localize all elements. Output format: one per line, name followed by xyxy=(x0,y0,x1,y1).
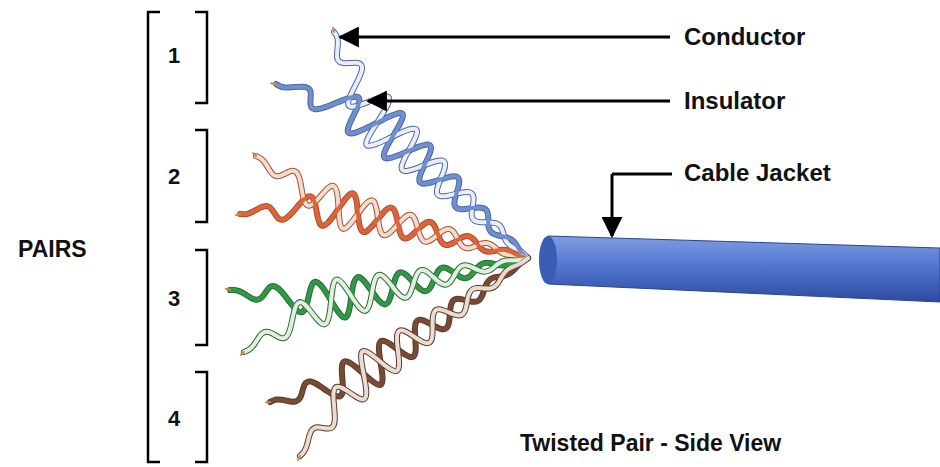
part-label: Conductor xyxy=(684,25,805,49)
cable-jacket xyxy=(543,236,940,302)
group-label: PAIRS xyxy=(18,238,87,261)
insulated-wire xyxy=(300,258,528,456)
insulated-wire xyxy=(240,193,528,258)
part-label: Insulator xyxy=(684,89,785,113)
conductor-tip xyxy=(266,401,270,403)
pair-bracket xyxy=(195,12,207,103)
twisted-pairs xyxy=(226,28,528,460)
callout-number: 4 xyxy=(168,408,180,430)
part-label: Cable Jacket xyxy=(684,161,831,185)
caption: Twisted Pair - Side View xyxy=(520,432,781,455)
pair-bracket xyxy=(195,130,207,222)
pair-bracket xyxy=(195,372,207,462)
leader-line xyxy=(340,37,672,236)
conductor-tip xyxy=(226,289,230,290)
callout-number: 2 xyxy=(168,166,180,188)
pairs-bracket xyxy=(148,12,160,462)
conductor-tip xyxy=(298,456,300,460)
callout-number: 3 xyxy=(168,288,180,310)
conductor-tip xyxy=(236,214,240,215)
leader-line xyxy=(340,36,670,39)
conductor-tip xyxy=(241,352,244,355)
leader-line xyxy=(611,174,614,236)
leader-line xyxy=(612,173,672,176)
insulated-wire xyxy=(244,258,528,352)
leader-line xyxy=(368,100,670,103)
conductor-tip xyxy=(332,28,335,32)
wire-outline xyxy=(240,193,528,258)
insulated-wire xyxy=(276,84,528,258)
callout-number: 1 xyxy=(168,45,180,67)
conductor-tip xyxy=(271,82,276,85)
conductor-tip xyxy=(253,153,256,156)
jacket-end xyxy=(539,236,557,284)
bracket xyxy=(148,12,207,462)
pair-bracket xyxy=(195,250,207,345)
